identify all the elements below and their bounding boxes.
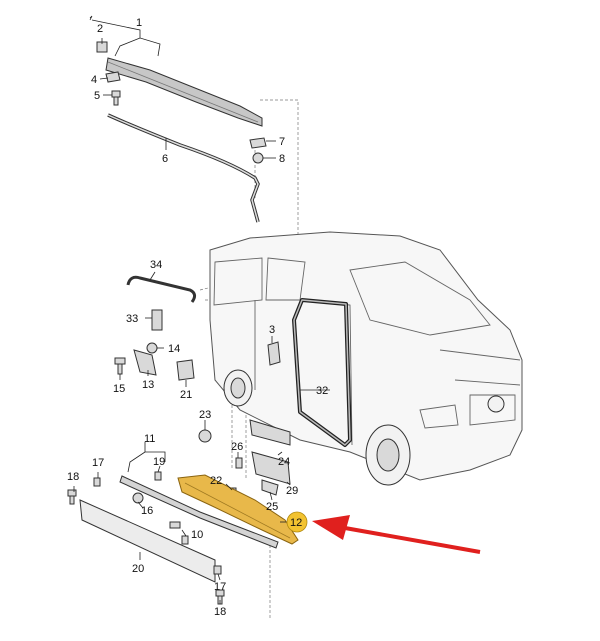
label-18: 18 [67, 471, 79, 483]
label-12: 12 [290, 517, 302, 529]
label-10: 10 [191, 529, 203, 541]
part-5-screw [111, 90, 121, 106]
label-15: 15 [113, 383, 125, 395]
part-13-hinge [133, 349, 157, 376]
label-16: 16 [141, 505, 153, 517]
label-22: 22 [210, 475, 222, 487]
label-34: 34 [150, 259, 162, 271]
label-7: 7 [279, 136, 285, 148]
label-18b: 18 [214, 606, 226, 618]
part-29-roller [251, 451, 291, 485]
label-6: 6 [162, 153, 168, 165]
label-24: 24 [278, 456, 290, 468]
part-11-trim-strip [119, 475, 279, 549]
part-18-screw [67, 489, 77, 505]
part-3-bracket [267, 341, 281, 366]
part-17b-clip [213, 565, 222, 575]
part-15-bolt [114, 357, 126, 375]
label-2: 2 [97, 23, 103, 35]
part-32-door-seal [292, 298, 352, 447]
van-illustration [209, 231, 523, 486]
label-21: 21 [180, 389, 192, 401]
part-19-clip [154, 471, 162, 481]
part-labels: 1 2 4 5 7 8 6 34 33 14 13 15 21 3 32 23 … [67, 17, 328, 618]
label-5: 5 [94, 90, 100, 102]
label-32: 32 [316, 385, 328, 397]
label-29: 29 [286, 485, 298, 497]
part-14-bushing [146, 342, 158, 354]
part-1-roof-guide-rail [105, 57, 263, 127]
label-11: 11 [144, 433, 155, 445]
part-7-clip [249, 137, 267, 149]
part-10-screw [169, 521, 189, 545]
label-13: 13 [142, 379, 154, 391]
label-20: 20 [132, 563, 144, 575]
part-23-grommet [198, 429, 212, 443]
part-6-seal-strip [107, 113, 260, 223]
label-3: 3 [269, 324, 275, 336]
part-26-bolt [235, 457, 243, 469]
part-16-clip [132, 492, 144, 504]
part-25-nut [261, 479, 279, 496]
label-17b: 17 [214, 581, 226, 593]
part-24-roller-bracket [249, 419, 291, 446]
label-8: 8 [279, 153, 285, 165]
label-33: 33 [126, 313, 138, 325]
part-21-striker [176, 359, 195, 381]
part-8-cap [252, 152, 264, 164]
label-19: 19 [153, 456, 165, 468]
label-26: 26 [231, 441, 243, 453]
label-14: 14 [168, 343, 180, 355]
highlight-arrow [312, 515, 481, 554]
label-1: 1 [136, 17, 142, 29]
part-17-clip [93, 477, 101, 487]
part-33-bracket [151, 309, 163, 331]
part-4-clip [105, 71, 121, 83]
label-23: 23 [199, 409, 211, 421]
part-12-badge [286, 511, 308, 533]
label-25: 25 [266, 501, 278, 513]
label-17: 17 [92, 457, 104, 469]
label-4: 4 [91, 74, 97, 86]
part-34-cable [126, 275, 197, 303]
part-20-sill-panel [79, 499, 216, 583]
leader-lines [73, 15, 330, 604]
